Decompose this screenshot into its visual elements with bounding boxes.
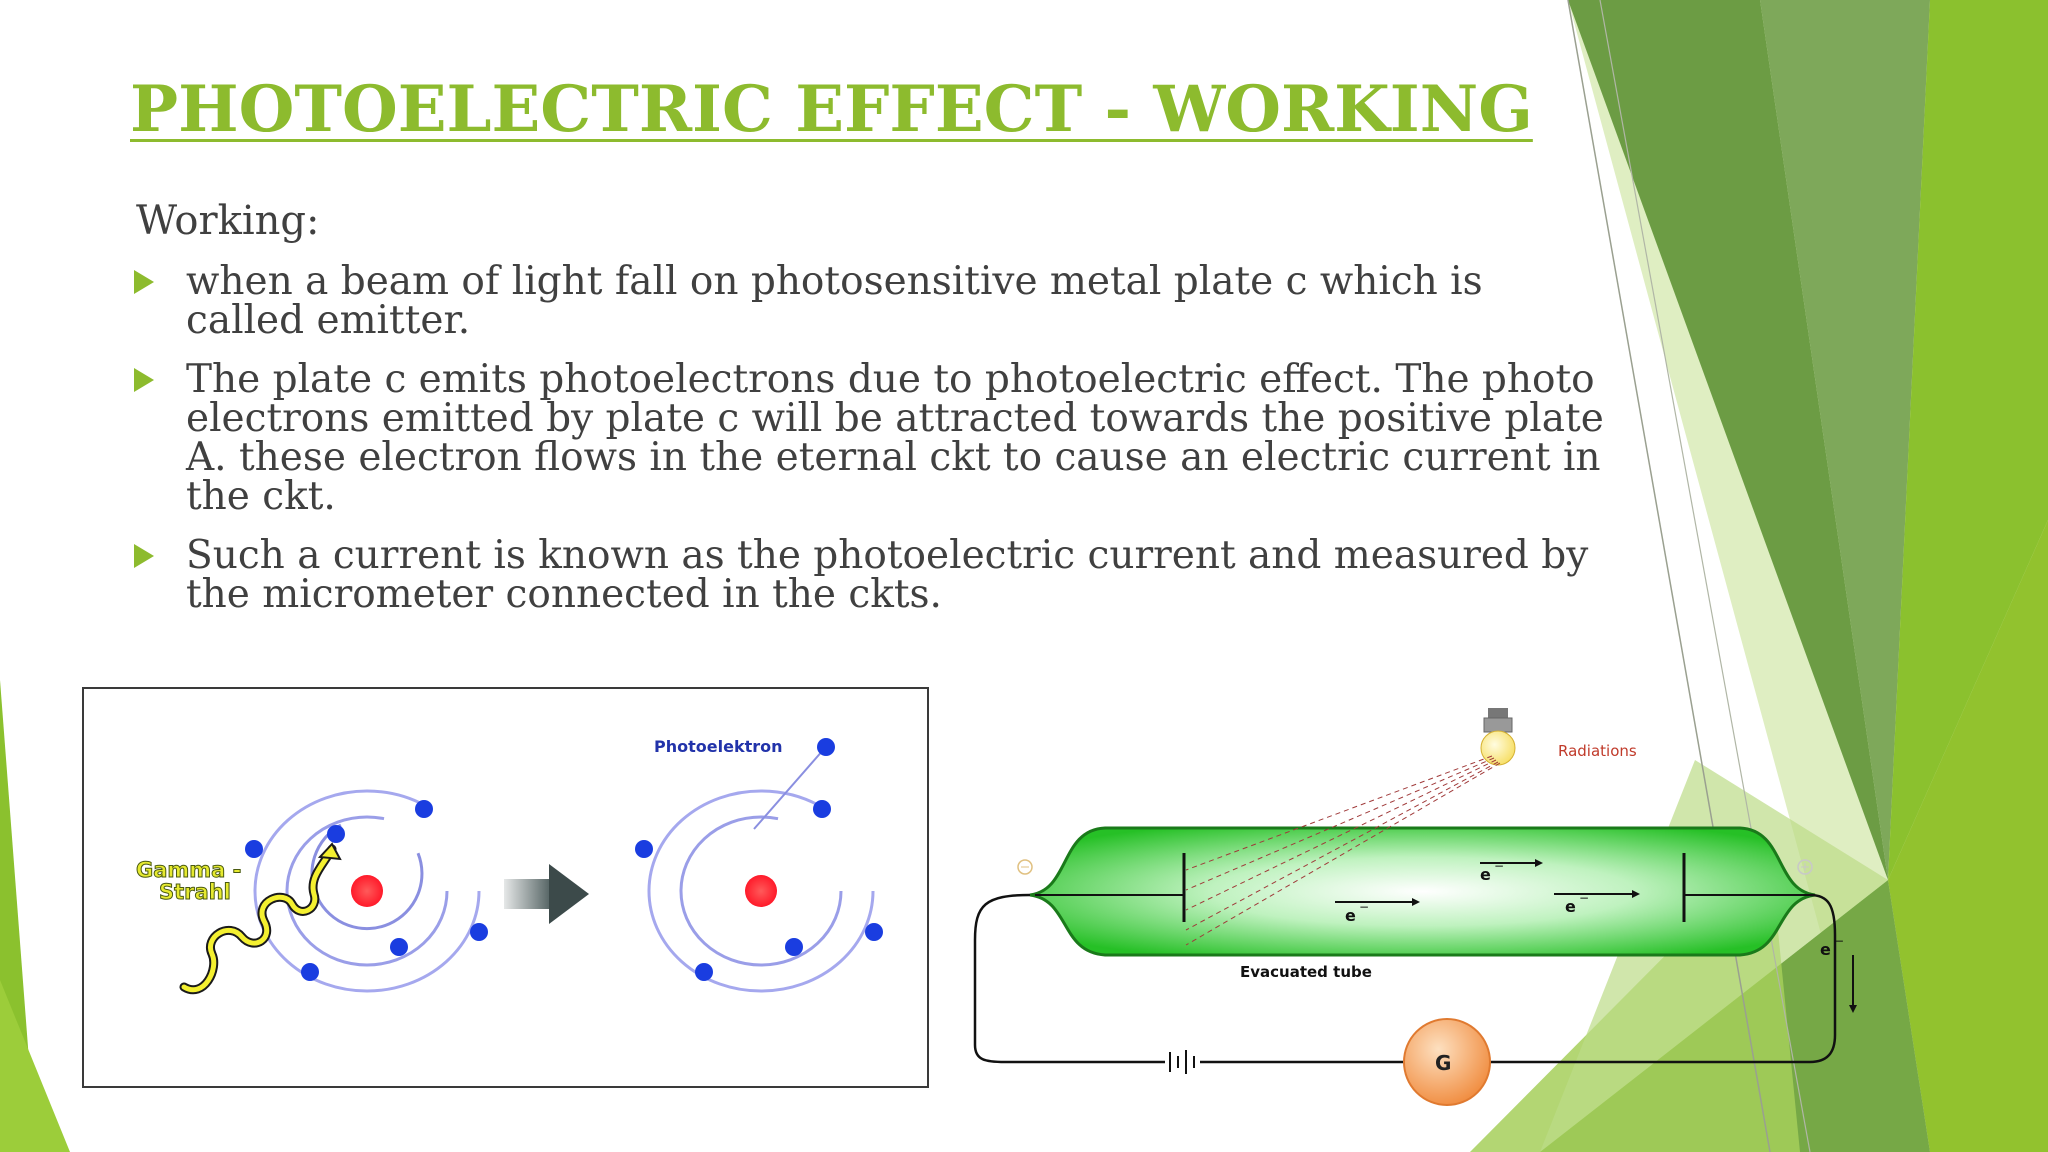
photoelectron-label: Photoelektron [654,737,783,756]
strahl-label: Strahl [159,880,231,904]
svg-text:−: − [1834,934,1844,948]
light-bulb-icon [1480,708,1516,766]
bullet-arrow-icon [134,270,154,294]
svg-text:−: − [1494,859,1504,873]
bullet-arrow-icon [134,368,154,392]
bullet-item-3: Such a current is known as the photoelec… [130,536,1610,614]
slide-title: PHOTOELECTRIC EFFECT - WORKING [130,72,1533,147]
radiation-rays [1185,755,1501,946]
transition-arrow-icon [504,864,589,924]
radiations-label: Radiations [1558,742,1637,760]
bullet-arrow-icon [134,544,154,568]
circuit-wire-left [973,893,1165,1064]
svg-text:e: e [1480,865,1491,884]
bullet-text: The plate c emits photoelectrons due to … [186,357,1604,519]
bullet-item-1: when a beam of light fall on photosensit… [130,262,1610,340]
tube-label: Evacuated tube [1240,963,1372,981]
evacuated-tube [1029,826,1816,957]
atom-photoelectron-figure: Gamma - Strahl Photoelektron [82,687,929,1088]
circuit-wire-right [1457,893,1837,1064]
negative-terminal-icon [1017,859,1033,875]
svg-text:−: − [1579,891,1589,905]
bullet-item-2: The plate c emits photoelectrons due to … [130,360,1610,516]
electron-flow: e − e − e − [1335,859,1640,925]
photoelectron-icon [817,738,835,756]
battery-icon [1169,1050,1195,1074]
atom-after [635,738,883,993]
evacuated-tube-circuit-figure: Radiations e − e − e − [960,690,1890,1110]
atom-before [245,789,488,993]
svg-text:e: e [1820,940,1831,959]
gamma-label: Gamma - [136,858,241,882]
nucleus-icon [351,875,383,907]
svg-text:e: e [1565,897,1576,916]
working-subheading: Working: [136,198,320,244]
positive-terminal-icon [1797,859,1813,875]
nucleus-icon [745,875,777,907]
galvanometer-label: G [1435,1051,1451,1075]
galvanometer-icon [1403,1018,1491,1106]
bullet-list: when a beam of light fall on photosensit… [130,262,1610,634]
svg-text:e: e [1345,906,1356,925]
bullet-text: Such a current is known as the photoelec… [186,533,1589,617]
svg-text:−: − [1359,900,1369,914]
bullet-text: when a beam of light fall on photosensit… [186,259,1483,343]
